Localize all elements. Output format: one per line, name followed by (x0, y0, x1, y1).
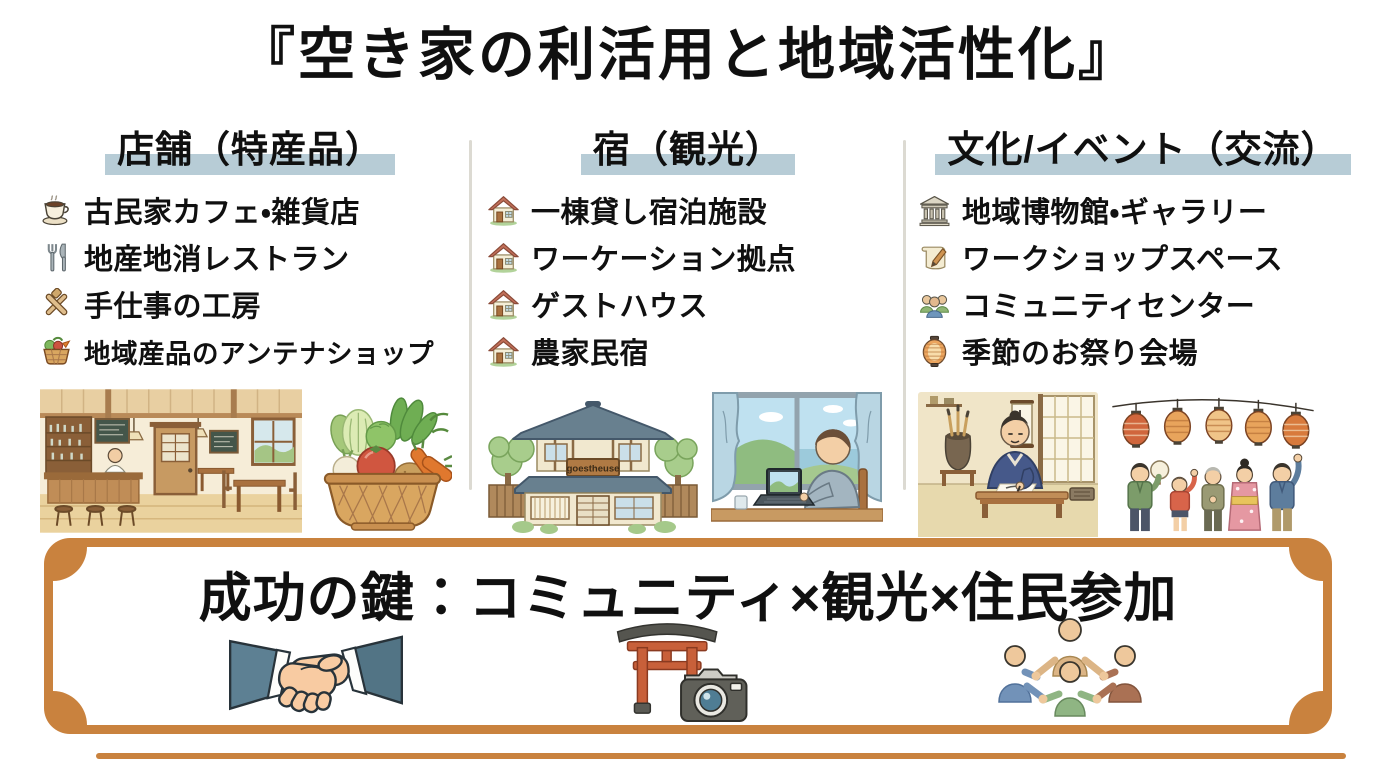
success-key-text: 成功の鍵：コミュニティ×観光×住民参加 (198, 569, 1178, 628)
lantern-icon (918, 335, 951, 368)
lodging-item-list: 一棟貸し宿泊施設 ワーケーション拠点 ゲストハウス 農家民宿 (487, 187, 889, 375)
list-item-label: 地産地消レストラン (84, 244, 350, 277)
torii-camera-icon (602, 612, 772, 726)
list-item-label: ワーケーション拠点 (531, 244, 796, 277)
list-item: 地域産品のアンテナショップ (40, 328, 460, 375)
festival-lanterns-illustration (1112, 397, 1314, 531)
house-icon (487, 335, 520, 368)
coffee-cup-icon (40, 194, 73, 227)
list-item-label: コミュニティセンター (962, 291, 1256, 324)
list-item-label: 地域産品のアンテナショップ (84, 338, 434, 369)
fork-knife-icon (40, 241, 73, 274)
list-item-label: ゲストハウス (531, 291, 709, 324)
culture-item-list: 地域博物館・ギャラリー ワークショップスペース コミュニティセンター 季節のお祭… (918, 187, 1368, 375)
craft-tools-icon (40, 288, 73, 321)
list-item: 手仕事の工房 (40, 281, 460, 328)
list-item: コミュニティセンター (918, 281, 1368, 328)
column-divider (903, 140, 906, 490)
list-item-label: ワークショップスペース (962, 244, 1284, 277)
vegetable-basket-icon (40, 335, 73, 368)
house-icon (487, 194, 520, 227)
guesthouse-building-illustration: goestheuse (488, 400, 698, 534)
list-item: ゲストハウス (487, 281, 889, 328)
people-group-icon (918, 288, 951, 321)
column-divider (469, 140, 472, 490)
guesthouse-sign-text: goestheuse (567, 463, 620, 474)
cafe-interior-illustration (40, 389, 302, 533)
list-item: 地産地消レストラン (40, 234, 460, 281)
page-title: 『空き家の利活用と地域活性化』 (238, 23, 1138, 87)
list-item: 農家民宿 (487, 328, 889, 375)
column-shops: 店舗（特産品） 古民家カフェ・雑貨店 地産地消レストラン 手仕事の工房 地域産品… (40, 126, 460, 533)
house-icon (487, 288, 520, 321)
column-culture: 文化/イベント（交流） 地域博物館・ギャラリー ワークショップスペース コミュニ… (918, 126, 1368, 537)
list-item-label: 農家民宿 (531, 338, 650, 371)
column-lodging: 宿（観光） 一棟貸し宿泊施設 ワーケーション拠点 ゲストハウス 農家民宿 (487, 126, 889, 539)
list-item: ワーケーション拠点 (487, 234, 889, 281)
list-item: 一棟貸し宿泊施設 (487, 187, 889, 234)
list-item-label: 手仕事の工房 (84, 291, 262, 324)
handshake-icon (227, 626, 405, 726)
header-highlight: 文化/イベント（交流） (935, 129, 1351, 175)
list-item-label: 季節のお祭り会場 (962, 338, 1199, 371)
column-shops-header: 店舗（特産品） (40, 126, 460, 175)
list-item: ワークショップスペース (918, 234, 1368, 281)
list-item-label: 古民家カフェ・雑貨店 (84, 197, 360, 230)
vegetable-basket-illustration (323, 397, 452, 531)
column-culture-header: 文化/イベント（交流） (918, 126, 1368, 175)
header-highlight: 宿（観光） (581, 129, 795, 175)
museum-icon (918, 194, 951, 227)
list-item-label: 一棟貸し宿泊施設 (531, 197, 768, 230)
column-lodging-header: 宿（観光） (487, 126, 889, 175)
bottom-decorative-line (96, 753, 1346, 759)
people-circle-icon (978, 614, 1162, 726)
list-item: 古民家カフェ・雑貨店 (40, 187, 460, 234)
list-item: 地域博物館・ギャラリー (918, 187, 1368, 234)
success-key-banner: 成功の鍵：コミュニティ×観光×住民参加 (40, 534, 1336, 738)
shops-item-list: 古民家カフェ・雑貨店 地産地消レストラン 手仕事の工房 地域産品のアンテナショッ… (40, 187, 460, 375)
workation-by-window-illustration (711, 391, 883, 522)
list-item-label: 地域博物館・ギャラリー (962, 197, 1268, 230)
scroll-pencil-icon (918, 241, 951, 274)
house-icon (487, 241, 520, 274)
shops-illustrations (40, 389, 460, 533)
list-item: 季節のお祭り会場 (918, 328, 1368, 375)
craftsman-workshop-illustration (918, 391, 1098, 537)
culture-illustrations (918, 389, 1368, 537)
lodging-illustrations: goestheuse (487, 389, 889, 539)
header-highlight: 店舗（特産品） (105, 129, 395, 175)
